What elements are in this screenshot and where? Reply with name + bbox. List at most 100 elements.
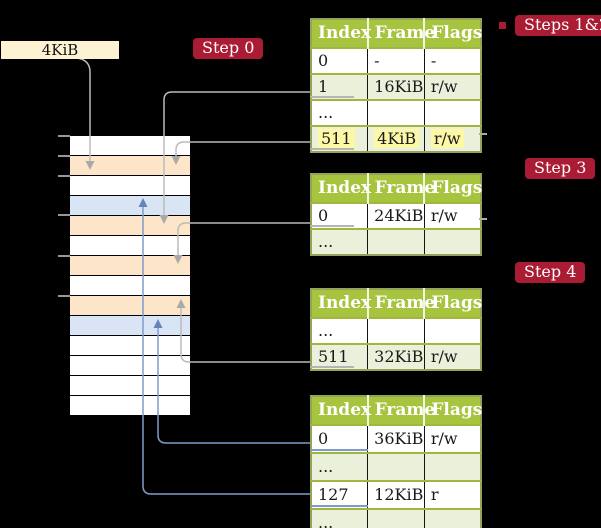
table-cell — [367, 452, 425, 481]
highlighted-cell-text: r/w — [430, 129, 464, 148]
table-cell: ... — [311, 317, 368, 344]
cell-text: 24KiB — [374, 206, 424, 225]
table-cell — [367, 508, 425, 528]
cell-text: 32KiB — [374, 347, 424, 366]
table-cell: 0 — [310, 424, 368, 453]
table-row: ... — [311, 508, 481, 528]
frame-size-box: 4KiB — [1, 41, 119, 59]
table-cell: r/w — [423, 202, 481, 229]
column-header: Index — [311, 289, 371, 318]
table-row: ... — [311, 228, 481, 255]
table-cell: 12KiB — [367, 480, 425, 509]
cell-text: 0 — [318, 51, 329, 70]
memory-row-blue — [70, 316, 190, 335]
row-connector-underline — [310, 505, 368, 507]
memory-row-white — [70, 176, 190, 195]
row-connector-underline — [310, 449, 368, 451]
table-cell — [367, 317, 425, 344]
memory-row-white — [70, 336, 190, 355]
memory-row-blue — [70, 196, 190, 215]
cell-text: r/w — [430, 429, 458, 448]
column-header: Flags — [423, 174, 482, 203]
row-connector-underline — [310, 96, 354, 98]
table-cell: 24KiB — [367, 202, 425, 229]
table-cell: 1 — [310, 73, 368, 100]
cell-text: 1 — [318, 77, 329, 96]
highlighted-cell-text: 511 — [318, 129, 355, 148]
memory-row-white — [70, 236, 190, 255]
table-cell — [367, 99, 425, 126]
row-connector-underline — [310, 148, 354, 150]
steps-1-2-label: Steps 1&2 — [515, 15, 601, 36]
memory-column — [70, 136, 190, 415]
cell-text: - — [374, 51, 380, 70]
table-cell — [423, 452, 481, 481]
column-header: Index — [311, 396, 371, 425]
table-cell: 4KiB — [367, 125, 425, 152]
highlighted-cell-text: 4KiB — [374, 129, 420, 148]
table-cell: r/w — [423, 424, 481, 453]
cell-text: ... — [318, 103, 334, 122]
table-cell: ... — [311, 508, 368, 528]
step-3-label: Step 3 — [525, 158, 596, 179]
cell-text: r — [430, 485, 439, 504]
table-cell: r/w — [423, 343, 481, 370]
column-header: Flags — [423, 396, 482, 425]
table-cell: - — [423, 47, 481, 74]
cell-text: r/w — [430, 77, 458, 96]
address-tick — [58, 155, 70, 157]
table-row: ... — [311, 452, 481, 481]
row-connector-underline — [310, 225, 354, 227]
memory-row-peach — [70, 216, 190, 235]
table-cell: r — [423, 480, 481, 509]
cell-text: 36KiB — [374, 429, 424, 448]
memory-row-white — [70, 356, 190, 375]
table-cell: r/w — [423, 73, 481, 100]
table-row: 0 - - — [311, 47, 481, 74]
memory-row-peach — [70, 296, 190, 315]
table-cell: 32KiB — [367, 343, 425, 370]
cell-text: ... — [318, 232, 334, 251]
address-tick — [58, 135, 70, 137]
cell-text: - — [430, 51, 437, 70]
memory-row-peach — [70, 156, 190, 175]
arrow-table3-row511-to-memory — [176, 299, 312, 363]
memory-row-white — [70, 376, 190, 395]
table-cell — [423, 99, 481, 126]
column-header: Frame — [366, 396, 435, 425]
table-cell: 511 — [310, 343, 368, 370]
address-tick — [58, 295, 70, 297]
connector-stub — [479, 133, 487, 135]
table-cell: 16KiB — [367, 73, 425, 100]
table-cell: 127 — [310, 480, 368, 509]
cell-text: 0 — [318, 206, 329, 225]
column-header: Frame — [366, 19, 435, 48]
memory-row-peach — [70, 256, 190, 275]
cell-text: 12KiB — [374, 485, 424, 504]
address-tick — [58, 175, 70, 177]
table-cell — [423, 317, 481, 344]
table-cell: 36KiB — [367, 424, 425, 453]
address-tick — [58, 214, 70, 216]
cell-text: 511 — [318, 347, 349, 366]
memory-row-white — [70, 396, 190, 415]
table-cell — [423, 508, 481, 528]
table-cell — [367, 228, 425, 255]
table-cell: ... — [311, 228, 368, 255]
cell-text: 16KiB — [374, 77, 424, 96]
memory-row-white — [70, 276, 190, 295]
table-cell: - — [367, 47, 425, 74]
table-cell: 511 — [310, 125, 368, 152]
table-row: ... — [311, 317, 481, 344]
cell-text: ... — [318, 513, 334, 528]
cell-text: 127 — [318, 485, 349, 504]
